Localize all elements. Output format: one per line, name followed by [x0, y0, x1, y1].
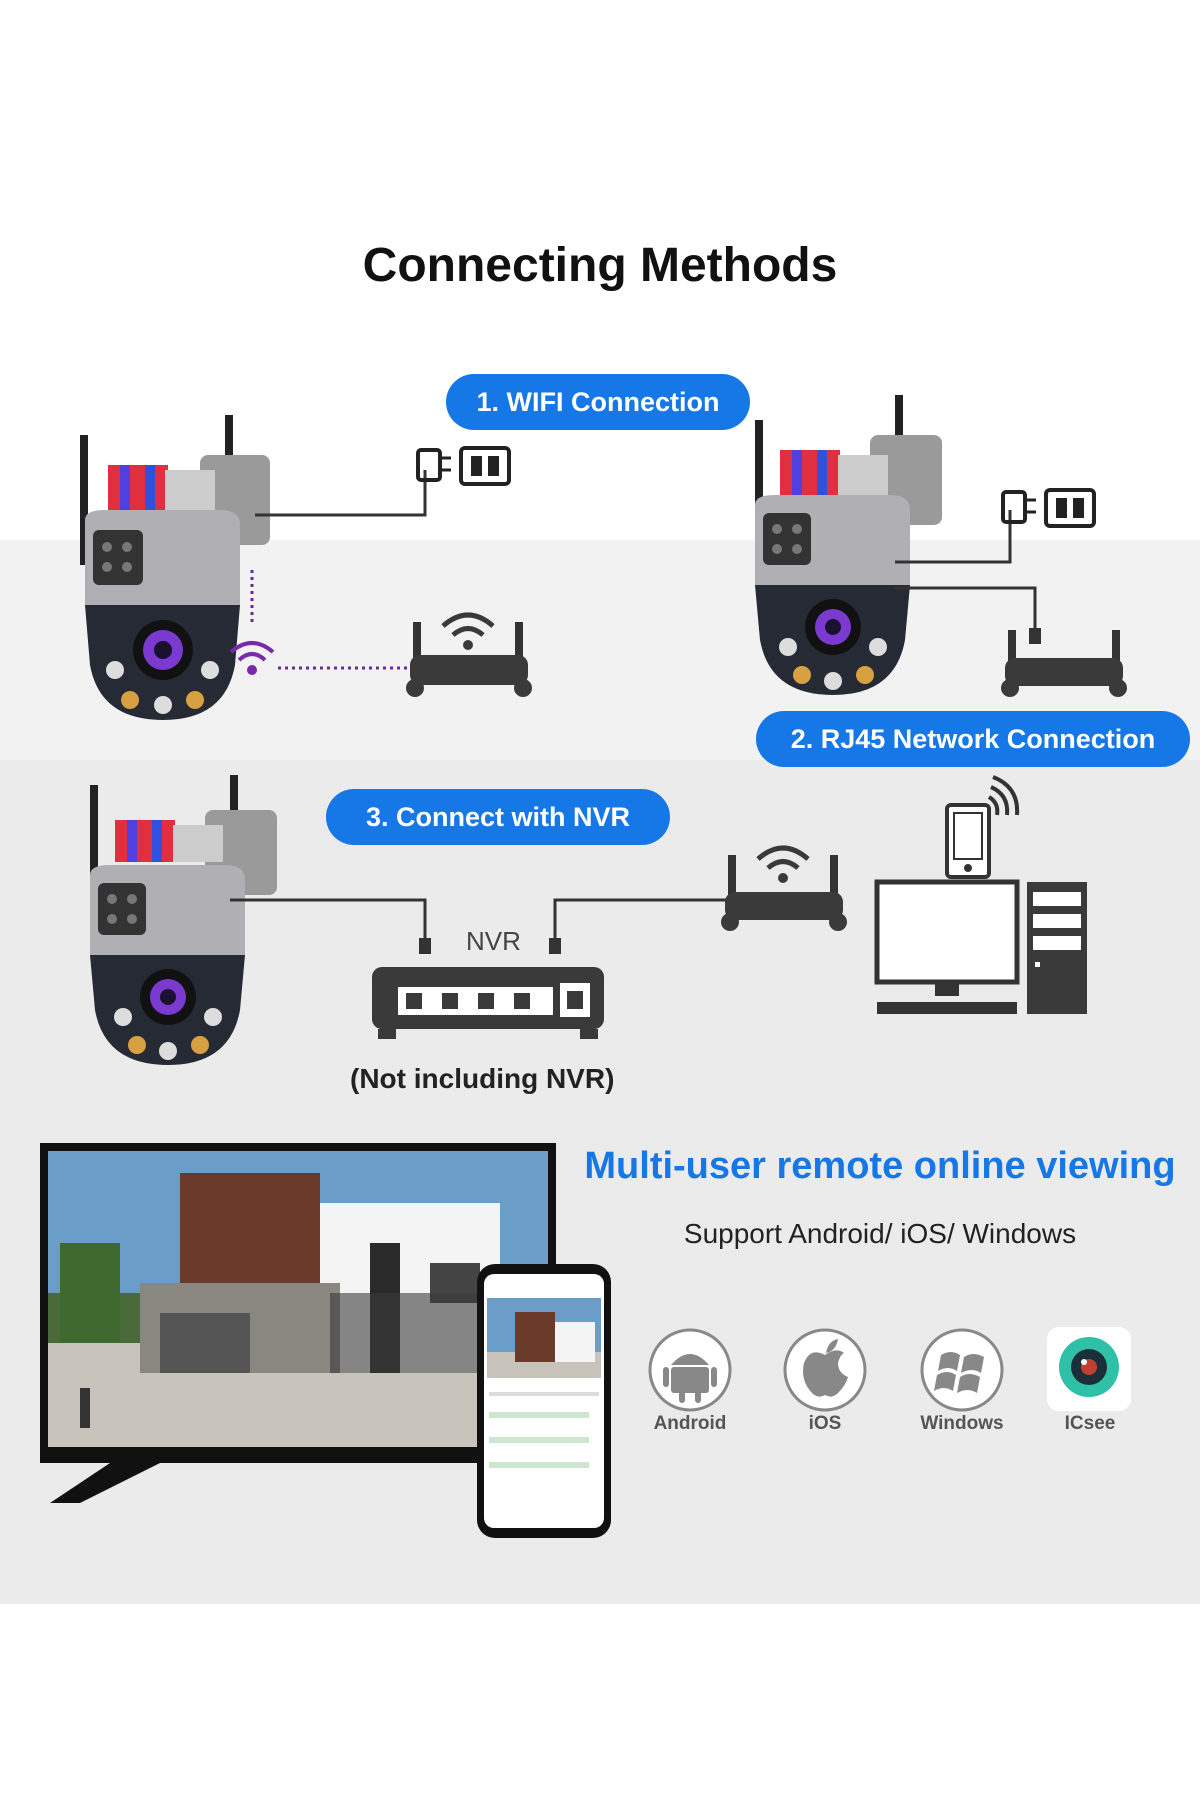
page-title: Connecting Methods	[362, 239, 838, 292]
windows-icon	[920, 1328, 1004, 1412]
app-label-windows: Windows	[920, 1413, 1004, 1434]
app-label-ios: iOS	[808, 1413, 842, 1434]
nvr-cables	[230, 898, 730, 954]
support-platforms-text: Support Android/ iOS/ Windows	[683, 1218, 1077, 1249]
tv-monitor-image	[40, 1143, 556, 1503]
method-nvr-label: 3. Connect with NVR	[326, 789, 670, 845]
nvr-label: NVR	[466, 926, 521, 956]
router-2-icon	[1001, 630, 1127, 697]
camera-3-icon	[90, 775, 277, 1065]
power-adapter-2-icon	[895, 488, 1096, 644]
camera-1-icon	[80, 415, 270, 720]
method-wifi-label: 1. WIFI Connection	[446, 374, 750, 430]
apple-icon	[783, 1328, 867, 1412]
icsee-icon	[1047, 1327, 1131, 1411]
nvr-note: (Not including NVR)	[350, 1063, 615, 1094]
router-1-icon	[406, 612, 532, 697]
app-label-icsee: ICsee	[1064, 1413, 1116, 1434]
viewing-heading: Multi-user remote online viewing	[584, 1145, 1176, 1187]
smartphone-icon	[945, 775, 1020, 879]
android-icon	[648, 1328, 732, 1412]
power-adapter-1-icon	[255, 446, 511, 517]
router-3-icon	[721, 845, 847, 931]
method-rj45-label: 2. RJ45 Network Connection	[756, 711, 1190, 767]
camera-2-icon	[755, 395, 942, 695]
wifi-link-line	[250, 570, 410, 670]
desktop-computer-icon	[874, 879, 1087, 1014]
wifi-signal-icon	[229, 641, 275, 675]
phone-app-image	[477, 1264, 611, 1538]
nvr-device-icon	[372, 967, 604, 1039]
app-label-android: Android	[653, 1413, 727, 1434]
